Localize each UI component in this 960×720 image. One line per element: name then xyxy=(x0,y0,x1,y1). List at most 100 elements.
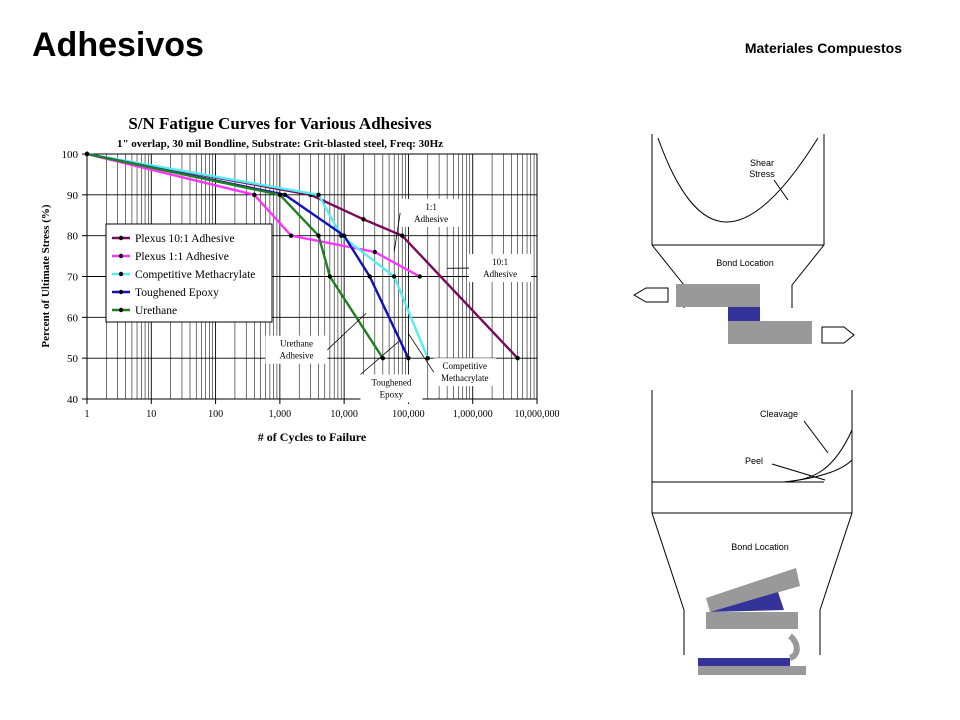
data-point xyxy=(515,355,520,361)
upper-adherend-top xyxy=(676,284,760,307)
data-point xyxy=(316,233,321,238)
chart-subtitle: 1" overlap, 30 mil Bondline, Substrate: … xyxy=(117,138,443,150)
data-point xyxy=(327,274,333,279)
legend-label: Urethane xyxy=(135,305,177,317)
annotation-text: Adhesive xyxy=(279,351,313,361)
cleavage-label: Cleavage xyxy=(760,409,798,419)
annotation-arrow xyxy=(393,212,401,253)
cleavage-arrow xyxy=(803,420,829,454)
y-tick-label: 90 xyxy=(67,190,79,202)
legend-label: Competitive Methacrylate xyxy=(135,269,255,281)
data-point xyxy=(84,151,90,157)
annotation-text: Competitive xyxy=(443,361,488,371)
data-point xyxy=(367,274,372,279)
stress-diagram: Shear Stress Bond Location Cleavage Peel… xyxy=(628,130,860,680)
annotation-bg xyxy=(360,374,423,403)
legend-marker xyxy=(118,253,124,259)
y-tick-label: 60 xyxy=(67,312,79,324)
upper-panel-outline xyxy=(651,134,825,308)
peel-label: Peel xyxy=(745,456,763,466)
upper-adherend-bottom xyxy=(728,321,812,344)
annotation-bg xyxy=(265,335,328,364)
data-point xyxy=(380,355,386,361)
y-tick-label: 70 xyxy=(67,272,79,284)
cleavage-adherend-lifted xyxy=(706,568,800,612)
annotation-text: 10:1 xyxy=(492,257,508,267)
peel-arrow xyxy=(771,463,826,481)
x-tick-label: 100,000 xyxy=(392,409,425,420)
legend-marker xyxy=(118,271,124,277)
peel-adherend-base xyxy=(698,666,806,675)
cleavage-curve xyxy=(783,429,853,483)
y-tick-label: 100 xyxy=(62,149,79,161)
x-tick-label: 1 xyxy=(85,409,90,420)
x-tick-label: 1,000 xyxy=(269,409,292,420)
legend-label: Plexus 1:1 Adhesive xyxy=(135,251,229,263)
data-point xyxy=(252,192,257,198)
x-axis-label: # of Cycles to Failure xyxy=(258,430,367,444)
annotation-bg xyxy=(400,198,463,227)
legend-marker xyxy=(118,289,124,295)
annotation-text: 1:1 xyxy=(425,202,437,212)
annotation-arrow xyxy=(408,333,435,373)
chart-title: S/N Fatigue Curves for Various Adhesives xyxy=(128,114,432,133)
annotation-text: Methacrylate xyxy=(441,373,488,383)
data-point xyxy=(316,192,321,198)
bond-location-label-upper: Bond Location xyxy=(716,258,774,268)
data-point xyxy=(425,355,430,361)
data-point xyxy=(399,233,405,238)
annotation-text: Epoxy xyxy=(380,390,404,400)
annotation-bg xyxy=(469,254,532,283)
legend-label: Plexus 10:1 Adhesive xyxy=(135,233,235,245)
shear-stress-label-line1: Shear xyxy=(750,158,774,168)
slide-subtitle: Materiales Compuestos xyxy=(744,40,902,56)
data-point xyxy=(282,192,288,198)
y-tick-label: 50 xyxy=(67,353,79,365)
annotation-text: Urethane xyxy=(280,339,313,349)
bond-location-label-lower: Bond Location xyxy=(731,542,789,552)
upper-bond-area xyxy=(728,307,760,321)
y-tick-label: 80 xyxy=(67,231,79,243)
peel-curve xyxy=(783,459,853,483)
shear-stress-curve xyxy=(657,137,819,223)
x-tick-label: 1,000,000 xyxy=(453,409,493,420)
legend-marker xyxy=(118,307,124,313)
legend-box xyxy=(105,223,273,323)
shear-arrow xyxy=(773,179,789,201)
data-point xyxy=(341,233,347,238)
x-tick-label: 100 xyxy=(208,409,223,420)
data-point xyxy=(391,274,397,279)
fatigue-chart: S/N Fatigue Curves for Various Adhesives… xyxy=(30,106,560,456)
series-lines xyxy=(84,151,520,361)
legend-label: Toughened Epoxy xyxy=(135,287,219,299)
y-axis-label: Percent of Ultimate Stress (%) xyxy=(40,204,52,347)
legend-marker xyxy=(118,235,124,241)
data-point xyxy=(372,249,378,255)
cleavage-bond-area xyxy=(710,592,784,612)
data-point xyxy=(361,217,366,222)
annotation-text: Adhesive xyxy=(483,269,517,279)
annotations: 1:1Adhesive10:1AdhesiveUrethaneAdhesiveT… xyxy=(265,198,532,403)
data-point xyxy=(406,355,411,361)
annotation-bg xyxy=(433,358,496,387)
cleavage-adherend-base xyxy=(706,612,798,629)
y-tick-label: 40 xyxy=(67,394,79,406)
slide-title: Adhesivos xyxy=(32,26,204,64)
arrow-right-icon xyxy=(821,326,855,344)
shear-stress-label-line2: Stress xyxy=(749,169,775,179)
annotation-text: Adhesive xyxy=(414,214,448,224)
x-tick-label: 10 xyxy=(146,409,156,420)
peel-adherend-curl xyxy=(787,633,800,661)
arrow-left-icon xyxy=(633,287,669,303)
annotation-arrow xyxy=(360,341,399,375)
data-point xyxy=(417,274,422,279)
annotation-text: Toughened xyxy=(371,378,411,388)
annotation-arrow xyxy=(327,312,367,350)
